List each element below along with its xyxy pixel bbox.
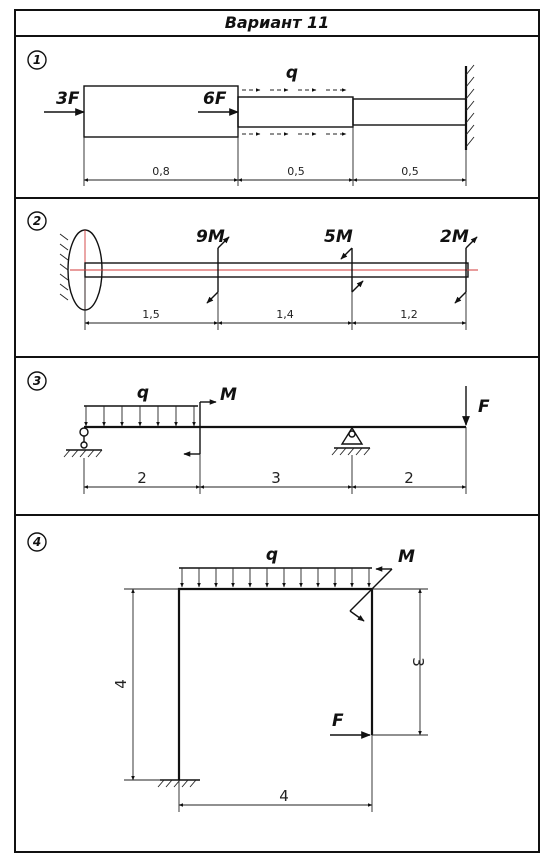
dimension-1-1: 0,8 [152,165,170,178]
problem-4: 4 q [27,532,428,812]
dimension-span: 4 [279,787,289,805]
bar-segment-middle [237,96,354,128]
dimension-2-1: 1,5 [142,308,160,321]
roller-support [331,426,371,456]
moment-2m-label: 2M [440,227,469,247]
dimension-2-3: 1,2 [400,308,418,321]
problem-1-number-circle [27,50,47,70]
moment-9m [206,236,230,304]
force-f-label: F [478,397,490,417]
dimension-right-height: 3 [409,657,427,667]
outer-frame [14,9,540,853]
moment-2m [454,236,478,304]
pin-support [63,427,103,458]
problem-2: 2 9M 5M 2M [27,211,478,330]
dimension-lines-2 [84,277,467,330]
disc-hatching [59,233,69,301]
problem-2-number-circle [27,211,47,231]
moment-9m-label: 9M [196,227,225,247]
bar-segment-narrow [352,98,467,126]
dimension-lines-4 [124,588,428,812]
force-f-label: F [332,711,344,731]
dimension-lines-3 [83,427,467,494]
dimension-1-2: 0,5 [287,165,305,178]
dimension-2-2: 1,4 [276,308,294,321]
problem-2-number: 2 [33,214,41,228]
dimension-3-3: 2 [404,469,414,487]
problem-3-number: 3 [33,374,41,388]
distributed-load-q [84,405,198,427]
load-q-label: q [266,545,278,565]
problem-4-number-circle [27,532,47,552]
force-6f-label: 6F [203,89,227,109]
dimension-3-1: 2 [137,469,147,487]
dimension-column-height: 4 [112,679,130,689]
moment-m [349,566,393,622]
force-3f-label: 3F [56,89,80,109]
problem-1: 1 3F 6F q [27,50,475,186]
dimension-lines-1 [83,125,467,186]
moment-m-label: M [398,547,415,567]
problem-3-number-circle [27,371,47,391]
dimension-3-2: 3 [271,469,281,487]
wall-hatching [465,64,475,148]
dimension-1-3: 0,5 [401,165,419,178]
problem-1-number: 1 [33,53,41,67]
distributed-load-q [179,567,372,588]
problem-4-number: 4 [32,535,41,549]
moment-m-label: M [220,385,237,405]
distributed-load-q [242,88,347,136]
moment-5m [340,247,364,293]
problem-3: 3 q M [27,371,490,494]
moment-5m-label: 5M [324,227,353,247]
load-q-label: q [137,383,149,403]
frame-structure [177,587,374,780]
moment-m [183,399,217,457]
load-q-label: q [286,63,298,83]
page-title: Вариант 11 [225,13,330,32]
